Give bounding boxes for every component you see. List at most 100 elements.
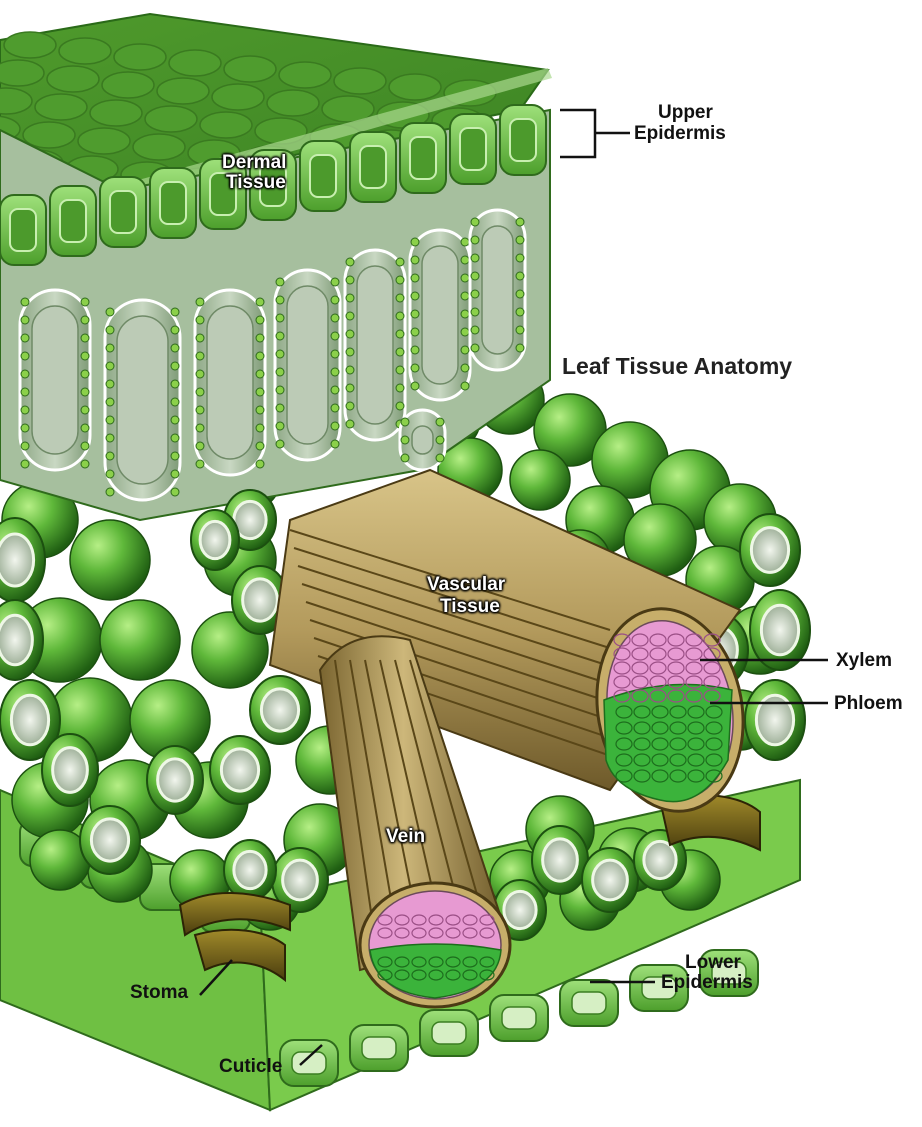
chloroplast xyxy=(171,308,179,316)
chloroplast xyxy=(516,290,524,298)
chloroplast xyxy=(411,364,419,372)
ring-cell-lumen xyxy=(644,841,676,878)
chloroplast xyxy=(346,312,354,320)
chloroplast xyxy=(256,442,264,450)
chloroplast xyxy=(276,350,284,358)
chloroplast xyxy=(401,436,409,444)
palisade-cell-vacuole xyxy=(422,246,458,384)
chloroplast xyxy=(106,398,114,406)
ring-cell-lumen xyxy=(543,839,578,881)
chloroplast xyxy=(196,406,204,414)
chloroplast xyxy=(396,384,404,392)
chloroplast xyxy=(196,460,204,468)
palisade-cell-vacuole xyxy=(32,306,78,454)
chloroplast xyxy=(196,442,204,450)
chloroplast xyxy=(106,380,114,388)
chloroplast xyxy=(81,442,89,450)
chloroplast xyxy=(471,272,479,280)
chloroplast xyxy=(81,334,89,342)
chloroplast xyxy=(471,290,479,298)
chloroplast xyxy=(81,460,89,468)
chloroplast xyxy=(171,362,179,370)
chloroplast xyxy=(21,424,29,432)
ring-cell-lumen xyxy=(234,851,266,888)
chloroplast xyxy=(411,328,419,336)
surface-cell xyxy=(35,94,87,120)
surface-cell xyxy=(212,84,264,110)
chloroplast xyxy=(461,382,469,390)
chloroplast xyxy=(411,382,419,390)
surface-cell xyxy=(157,78,209,104)
surface-cell xyxy=(59,38,111,64)
chloroplast xyxy=(346,330,354,338)
chloroplast xyxy=(461,346,469,354)
palisade-cell-vacuole xyxy=(287,286,328,444)
ring-cell-lumen xyxy=(221,749,258,791)
upper-epidermis-cell-lumen xyxy=(110,191,136,233)
surface-cell xyxy=(102,72,154,98)
chloroplast xyxy=(396,312,404,320)
surface-cell xyxy=(90,100,142,126)
chloroplast xyxy=(276,332,284,340)
chloroplast xyxy=(331,314,339,322)
label-lower-epidermis-line1: Lower xyxy=(685,953,741,973)
label-vascular-tissue-line1: Vascular xyxy=(427,575,505,594)
chloroplast xyxy=(21,370,29,378)
chloroplast xyxy=(331,278,339,286)
chloroplast xyxy=(461,274,469,282)
label-upper-epidermis-line1: Upper xyxy=(658,103,713,123)
chloroplast xyxy=(331,404,339,412)
ring-cell-lumen xyxy=(91,819,128,861)
chloroplast xyxy=(276,404,284,412)
lower-epidermis-cell-lumen xyxy=(572,992,606,1014)
chloroplast xyxy=(256,406,264,414)
chloroplast xyxy=(331,422,339,430)
surface-cell xyxy=(334,68,386,94)
chloroplast xyxy=(436,436,444,444)
chloroplast xyxy=(276,278,284,286)
chloroplast xyxy=(81,370,89,378)
chloroplast xyxy=(171,380,179,388)
chloroplast xyxy=(21,460,29,468)
surface-cell xyxy=(47,66,99,92)
chloroplast xyxy=(401,454,409,462)
chloroplast xyxy=(256,370,264,378)
chloroplast xyxy=(171,470,179,478)
chloroplast xyxy=(196,388,204,396)
label-vascular-tissue-line2: Tissue xyxy=(440,597,500,616)
lower-epidermis-cell-lumen xyxy=(502,1007,536,1029)
chloroplast xyxy=(331,440,339,448)
lower-epidermis-cell-lumen xyxy=(362,1037,396,1059)
chloroplast xyxy=(21,334,29,342)
chloroplast xyxy=(516,272,524,280)
chloroplast xyxy=(171,452,179,460)
chloroplast xyxy=(21,442,29,450)
chloroplast xyxy=(461,238,469,246)
chloroplast xyxy=(171,398,179,406)
upper-epidermis-cell-lumen xyxy=(160,182,186,224)
chloroplast xyxy=(346,294,354,302)
ring-cell-lumen xyxy=(200,521,230,558)
chloroplast xyxy=(396,294,404,302)
chloroplast xyxy=(461,310,469,318)
chloroplast xyxy=(401,418,409,426)
chloroplast xyxy=(171,416,179,424)
upper-epidermis-cell-lumen xyxy=(360,146,386,188)
diagram-title: Leaf Tissue Anatomy xyxy=(562,353,792,380)
chloroplast xyxy=(396,402,404,410)
chloroplast xyxy=(256,388,264,396)
ring-cell-lumen xyxy=(53,748,88,793)
upper-epidermis-cell-lumen xyxy=(310,155,336,197)
chloroplast xyxy=(171,344,179,352)
surface-cell xyxy=(114,44,166,70)
chloroplast xyxy=(106,452,114,460)
ring-cell-lumen xyxy=(283,860,318,900)
chloroplast xyxy=(411,274,419,282)
chloroplast xyxy=(196,370,204,378)
upper-epidermis-cell-lumen xyxy=(510,119,536,161)
label-phloem: Phloem xyxy=(834,694,903,714)
ring-cell-lumen xyxy=(0,615,32,665)
chloroplast xyxy=(461,292,469,300)
chloroplast xyxy=(331,386,339,394)
